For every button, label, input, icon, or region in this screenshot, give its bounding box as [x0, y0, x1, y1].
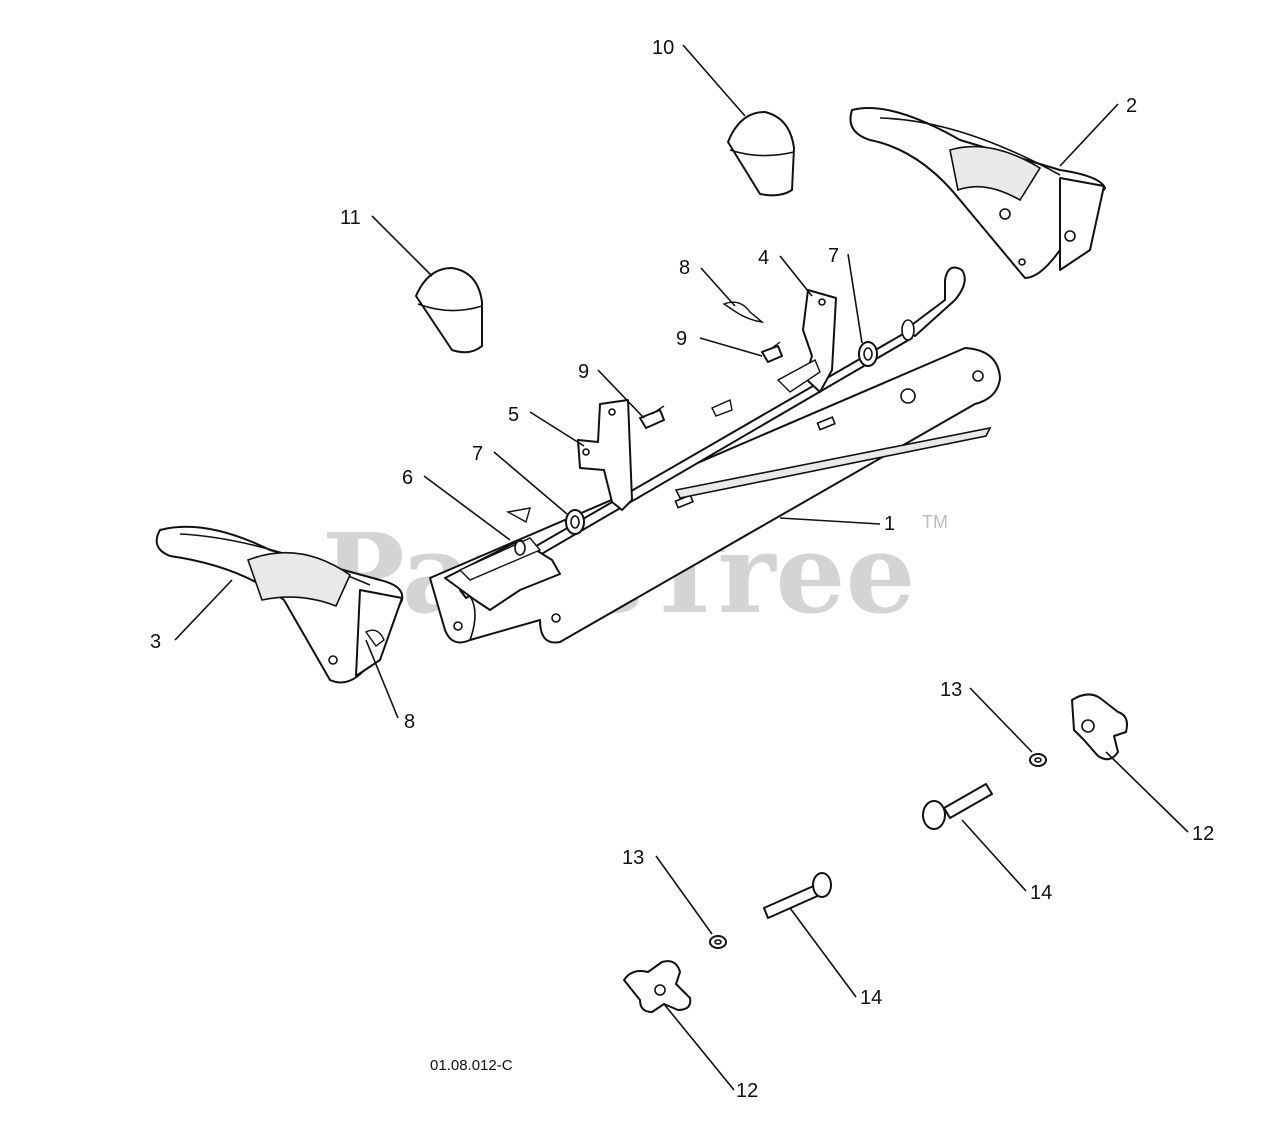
part-14-bolt-right [922, 783, 993, 830]
part-10-knob [727, 111, 795, 197]
part-1-mounting-bracket [429, 347, 1001, 644]
callout-13-right: 13 [940, 679, 962, 701]
part-8-hairpin-clip-upper [722, 301, 765, 324]
callout-11: 11 [340, 207, 361, 229]
leader-lines [174, 44, 1189, 1091]
drawing-id: 01.08.012-C [430, 1057, 513, 1074]
callout-labels: 10 2 11 8 4 7 9 9 5 7 6 1 3 8 13 12 14 1… [150, 37, 1214, 1102]
callout-1: 1 [884, 513, 895, 535]
part-14-bolt-left [763, 872, 832, 919]
callout-10: 10 [652, 37, 674, 59]
part-2-lever-right [849, 107, 1106, 279]
part-6-linkage [444, 507, 561, 611]
part-7-bushing-lower [565, 509, 585, 535]
part-9-bolt-lower [639, 405, 665, 429]
callout-3: 3 [150, 631, 161, 653]
callout-9-upper: 9 [676, 328, 687, 350]
callout-2: 2 [1126, 95, 1137, 117]
part-13-washer-left [709, 935, 727, 949]
callout-12-left: 12 [736, 1080, 758, 1102]
part-9-bolt-upper [761, 341, 783, 363]
callout-12-right: 12 [1192, 823, 1214, 845]
callout-8-lower: 8 [404, 711, 415, 733]
callout-9-lower: 9 [578, 361, 589, 383]
part-12-star-knob-right [1071, 693, 1128, 761]
callout-14-right: 14 [1030, 882, 1052, 904]
part-4-bracket [711, 289, 837, 417]
callout-6: 6 [402, 467, 413, 489]
callout-7-lower: 7 [472, 443, 483, 465]
part-3-lever-left [155, 525, 404, 684]
part-11-knob [415, 267, 483, 354]
watermark-trademark: TM [922, 512, 948, 532]
callout-14-left: 14 [860, 987, 882, 1009]
part-7-bushing-upper [858, 341, 878, 367]
part-5-bracket [577, 399, 633, 511]
part-13-washer-right [1029, 753, 1047, 767]
part-12-star-knob-left [623, 960, 692, 1013]
callout-13-left: 13 [622, 847, 644, 869]
callout-5: 5 [508, 404, 519, 426]
callout-7-upper: 7 [828, 245, 839, 267]
callout-4: 4 [758, 247, 769, 269]
callout-8-upper: 8 [679, 257, 690, 279]
